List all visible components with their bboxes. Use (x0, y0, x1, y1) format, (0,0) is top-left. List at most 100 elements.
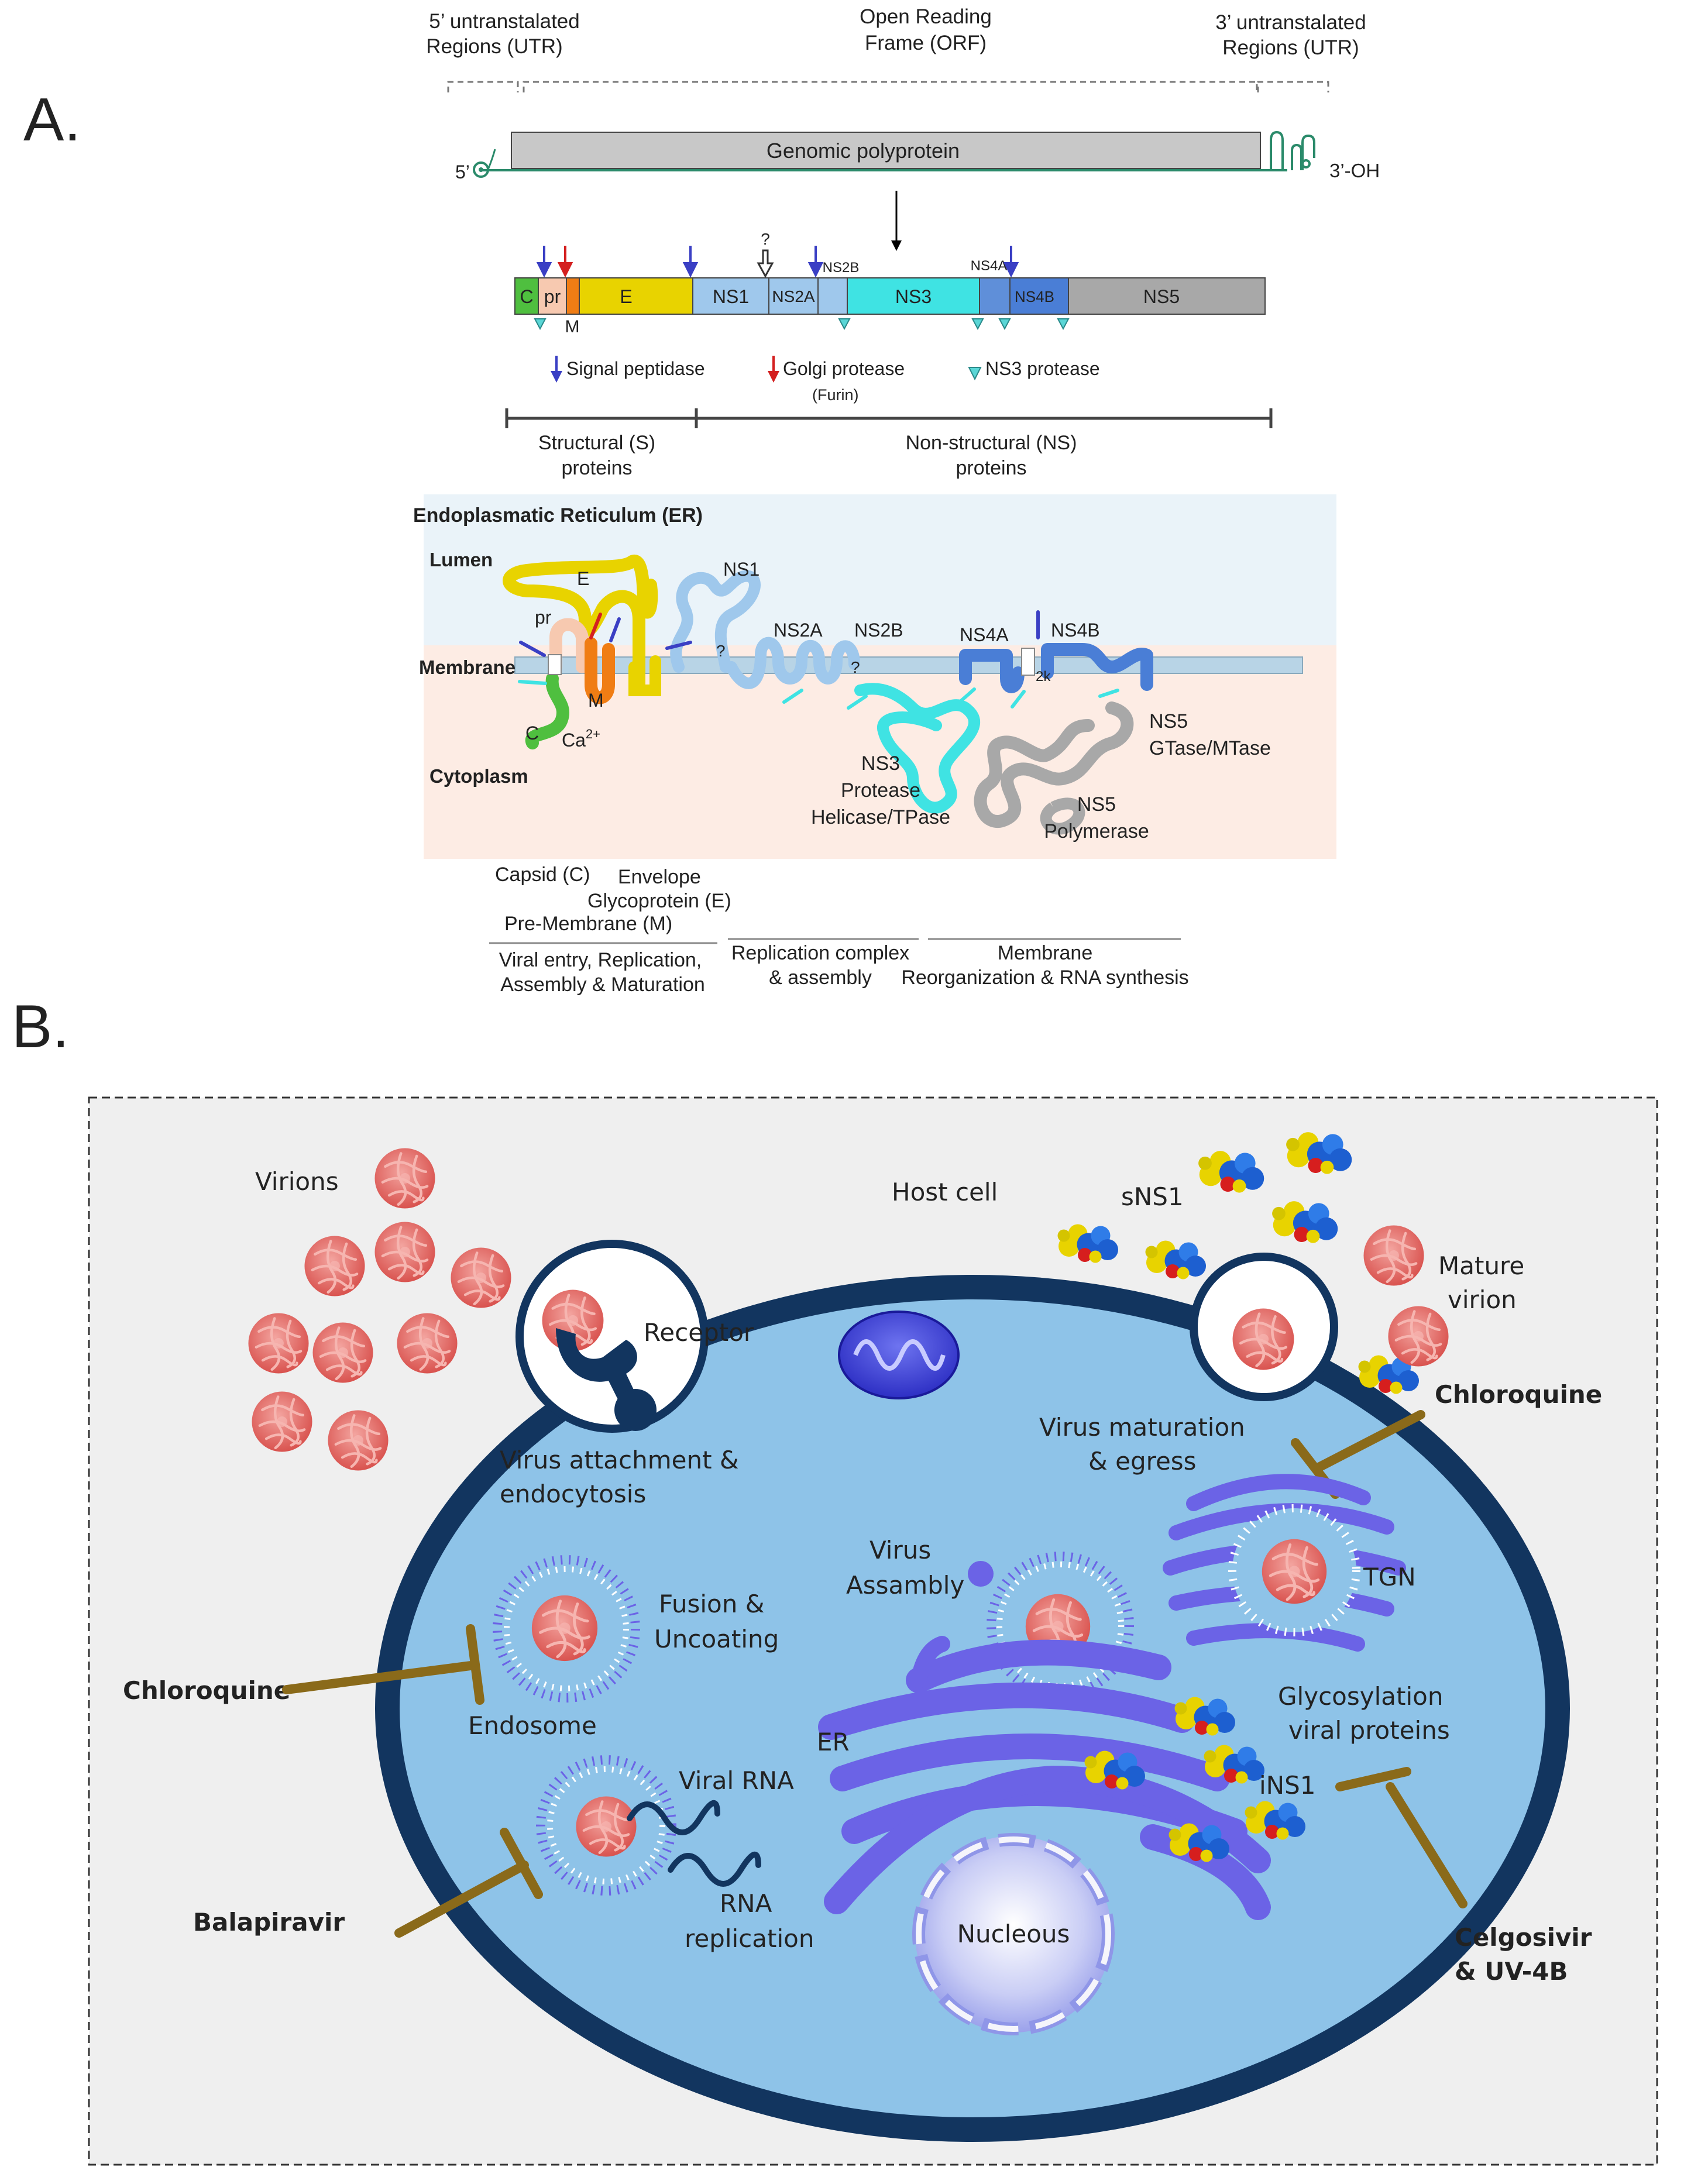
glycosylation-label: Glycosylation viral proteins (1278, 1682, 1450, 1745)
receptor-label: Receptor (644, 1318, 754, 1347)
lumen-label: Lumen (429, 549, 493, 570)
svg-text:NS5: NS5 (1077, 793, 1116, 816)
svg-text:NS3 protease: NS3 protease (985, 358, 1100, 379)
protein-class-bracket (505, 408, 1273, 428)
ns2b-protein (831, 640, 860, 670)
balapiravir-inhibitor (394, 1828, 543, 1938)
svg-text:Virus maturation: Virus maturation (1039, 1413, 1245, 1442)
svg-text:Polymerase: Polymerase (1044, 820, 1149, 842)
polyprotein-label: Genomic polyprotein (767, 139, 960, 163)
balapiravir-label: Balapiravir (193, 1908, 345, 1937)
endocytosis-pocket (515, 1240, 709, 1433)
svg-text:NS2B: NS2B (823, 260, 860, 276)
signal-peptidase-arrows (536, 246, 1019, 278)
svg-text:Glycoprotein (E): Glycoprotein (E) (587, 890, 731, 912)
ns4b-protein (1041, 643, 1153, 691)
ns3-protein (854, 683, 980, 814)
cap-icon (473, 149, 496, 178)
pr-protein (549, 618, 589, 673)
utr3-label: 3’ untranstalated Regions (UTR) (1215, 11, 1366, 59)
svg-text:endocytosis: endocytosis (500, 1480, 646, 1508)
chloroquine-top-label: Chloroquine (1435, 1380, 1602, 1409)
svg-text:Membrane: Membrane (998, 942, 1093, 964)
function-labels: Capsid (C) Envelope Glycoprotein (E) Pre… (495, 864, 1189, 996)
ns1-protein (670, 570, 761, 673)
svg-text:Signal peptidase: Signal peptidase (566, 358, 705, 379)
svg-text:E: E (620, 286, 632, 307)
maturation-label: Virus maturation & egress (1039, 1413, 1245, 1476)
svg-text:Golgi protease: Golgi protease (783, 358, 905, 379)
svg-text:proteins: proteins (956, 457, 1027, 479)
legend-signal-peptidase: Signal peptidase (551, 356, 705, 383)
svg-text:Virus attachment &: Virus attachment & (500, 1446, 739, 1474)
svg-text:M: M (588, 690, 604, 711)
segment-ns4a (979, 277, 1011, 315)
svg-text:virion: virion (1448, 1285, 1517, 1314)
svg-text:C: C (525, 723, 539, 744)
segment-ns3 (847, 277, 980, 315)
svg-text:Protease: Protease (841, 779, 920, 802)
svg-text:Fusion &: Fusion & (659, 1590, 764, 1618)
utr3-stemloops-icon (1270, 130, 1315, 170)
svg-text:E: E (577, 568, 589, 589)
membrane-label: Membrane (419, 656, 515, 678)
nonstructural-label: Non-structural (NS) proteins (906, 432, 1077, 479)
svg-text:?: ? (761, 230, 770, 248)
topology-labels: E pr M C Ca2+ NS1 NS2A NS2B NS4A NS4B 2k… (525, 559, 1271, 842)
svg-text:NS5: NS5 (1143, 286, 1180, 307)
svg-text:Pre-Membrane (M): Pre-Membrane (M) (504, 913, 672, 935)
svg-text:Structural (S): Structural (S) (538, 432, 655, 454)
svg-text:replication: replication (685, 1924, 814, 1953)
region-braces (447, 81, 1329, 92)
ns3-protease-triangles (534, 318, 1070, 331)
svg-text:& assembly: & assembly (769, 967, 872, 989)
svg-text:Assembly & Maturation: Assembly & Maturation (500, 974, 705, 996)
svg-text:2k: 2k (1036, 669, 1051, 685)
ns5-protein (974, 701, 1134, 828)
legend-golgi-protease: Golgi protease (Furin) (768, 356, 905, 404)
svg-text:NS5: NS5 (1149, 710, 1188, 732)
svg-text:viral proteins: viral proteins (1288, 1716, 1450, 1745)
nucleus-label: Nucleous (957, 1920, 1070, 1948)
mature-virion-2 (1388, 1306, 1448, 1366)
svg-text:NS4A: NS4A (971, 258, 1008, 274)
svg-text:NS1: NS1 (723, 559, 759, 580)
replication-virion (576, 1796, 636, 1856)
receptor-icon (556, 1328, 657, 1431)
segment-labels: C pr E NS1 NS2A NS3 NS4B NS5 M NS2B NS4A… (520, 230, 1180, 336)
structural-label: Structural (S) proteins (538, 432, 655, 479)
utr5-label: 5’ untranstalated Regions (UTR) (426, 10, 579, 58)
unknown-protease-arrow-icon (757, 249, 774, 278)
svg-text:Non-structural (NS): Non-structural (NS) (906, 432, 1077, 454)
segment-ns1 (692, 277, 769, 315)
celgosivir-label: Celgosivir & UV-4B (1455, 1923, 1592, 1986)
segment-ns5 (1068, 277, 1266, 315)
m-protein (585, 637, 615, 704)
host-cell-label: Host cell (892, 1178, 998, 1206)
segment-pr (538, 277, 567, 315)
topology-arrows (518, 610, 1119, 710)
small-vesicle (968, 1561, 994, 1587)
viral-rna-strands (627, 1800, 761, 1887)
egress-virion (1233, 1309, 1294, 1370)
rna-replication-label: RNA replication (685, 1889, 814, 1953)
svg-text:Envelope: Envelope (618, 866, 701, 888)
svg-text:3’ untranstalated: 3’ untranstalated (1215, 11, 1366, 34)
virions-label: Virions (255, 1167, 339, 1196)
endosome-label: Endosome (468, 1711, 597, 1740)
viral-rna-label: Viral RNA (679, 1766, 794, 1795)
svg-text:C: C (520, 286, 533, 307)
celgosivir-inhibitor (1335, 1767, 1468, 1908)
svg-text:Mature: Mature (1438, 1251, 1524, 1280)
endoplasmic-reticulum (818, 1639, 1271, 1920)
golgi-protease-arrow-icon (557, 246, 573, 278)
mature-virion-1 (1363, 1225, 1424, 1285)
svg-text:Regions (UTR): Regions (UTR) (1222, 36, 1359, 59)
svg-text:NS4B: NS4B (1015, 288, 1054, 305)
function-separators (489, 938, 1181, 944)
svg-text:NS4B: NS4B (1051, 620, 1100, 641)
svg-text:Replication complex: Replication complex (731, 942, 909, 964)
svg-text:& egress: & egress (1088, 1447, 1197, 1476)
svg-text:NS1: NS1 (713, 286, 749, 307)
svg-text:GTase/MTase: GTase/MTase (1149, 737, 1271, 759)
